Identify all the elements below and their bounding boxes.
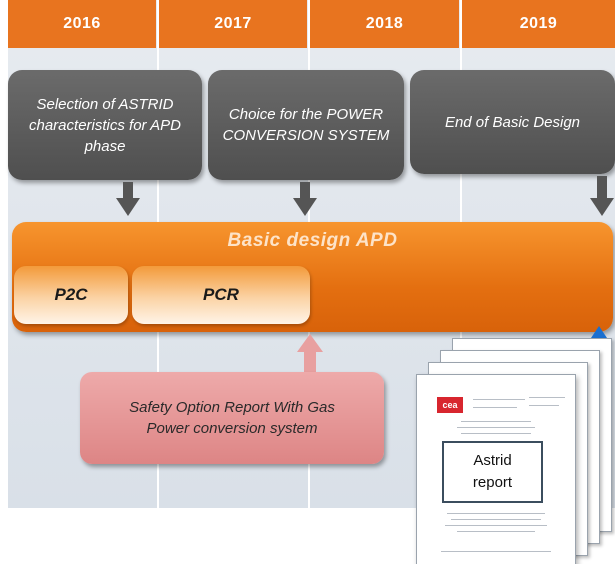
arrow-down-icon [590,198,614,216]
year-label-2019: 2019 [462,0,615,48]
milestone-end-basic: End of Basic Design [410,70,615,174]
milestone-choice: Choice for the POWER CONVERSION SYSTEM [208,70,404,180]
arrow-stem [123,182,133,198]
phase-p2c-label: P2C [54,285,88,304]
doc-line [529,405,559,406]
year-label-2018: 2018 [310,0,459,48]
doc-line [445,525,547,526]
doc-line [529,397,565,398]
doc-line [461,421,531,422]
milestone-selection: Selection of ASTRID characteristics for … [8,70,202,180]
arrow-stem [300,182,310,198]
arrow-down-icon [293,198,317,216]
safety-option-report: Safety Option Report With Gas Power conv… [80,372,384,464]
milestone-selection-text: Selection of ASTRID characteristics for … [29,95,181,155]
safety-option-report-text: Safety Option Report With Gas Power conv… [129,399,335,437]
astrid-report-label: Astrid report [442,441,543,503]
milestone-end-basic-text: End of Basic Design [444,113,581,131]
phase-pcr: PCR [132,266,310,324]
doc-line [461,433,531,434]
arrow-stem [304,352,316,372]
year-label-2017: 2017 [159,0,307,48]
phase-p2c: P2C [14,266,128,324]
arrow-stem [597,176,607,198]
phase-pcr-label: PCR [203,285,239,304]
doc-line [473,407,517,408]
doc-line [451,519,541,520]
arrow-down-icon [116,198,140,216]
apd-title: Basic design APD [227,230,398,251]
year-label-2016: 2016 [8,0,156,48]
arrow-up-icon [297,334,323,352]
doc-line [473,399,525,400]
doc-line [447,513,545,514]
astrid-report-text: Astrid report [472,452,513,491]
milestone-choice-text: Choice for the POWER CONVERSION SYSTEM [222,106,390,144]
doc-line [441,551,551,552]
doc-line [457,531,535,532]
cea-logo: cea [437,397,463,413]
doc-line [457,427,535,428]
